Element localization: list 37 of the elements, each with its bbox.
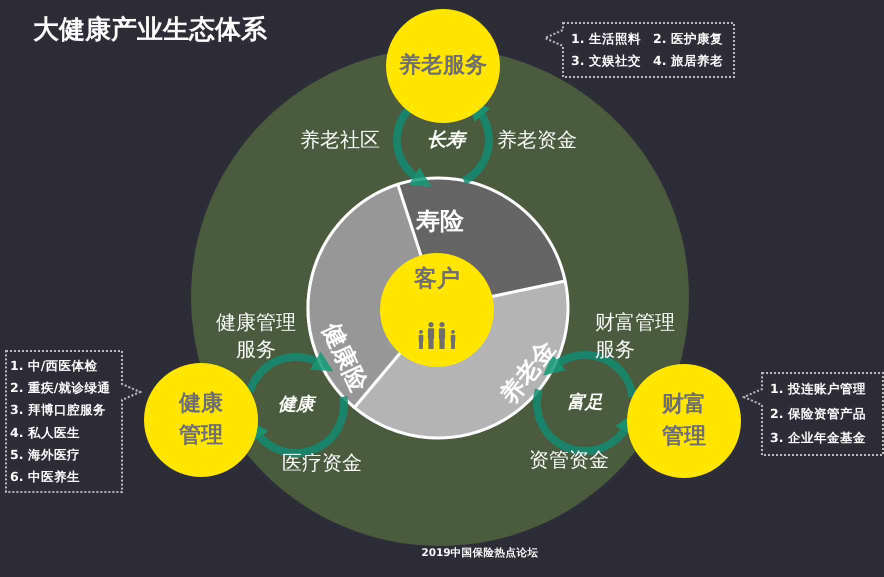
list-item: 2. 重疾/就诊绿通 [10,379,110,398]
cycle-label: 长寿 [427,127,465,153]
list-item: 1. 中/西医体检 [10,357,98,375]
circle-label: 健康管理 [178,390,224,450]
list-item: 5. 海外医疗 [10,446,80,464]
cycle-label: 健康 [278,393,314,417]
cycle-label: 富足 [567,391,603,415]
callout-box [5,350,142,493]
cycle-arrow [542,351,637,398]
list-item: 1. 投连账户管理 [770,380,866,398]
list-item: 4. 私人医生 [10,424,80,442]
circle-label: 财富管理 [661,390,707,451]
callout-box [543,22,735,78]
list-item: 2. 医护康复 [653,30,723,48]
flow-label: 养老社区 [300,126,380,154]
cycle-arrow [246,352,334,394]
piece-label: 养老金 [494,334,562,410]
list-item: 4. 旅居养老 [653,52,723,70]
list-item: 2. 保险资管产品 [770,404,866,423]
flow-label: 养老资金 [497,126,577,154]
list-item: 1. 生活照料 [571,30,641,48]
source-note: 2019中国保险热点论坛 [421,546,539,560]
callout-box [742,372,884,456]
flow-label: 医疗资金 [282,450,362,476]
flow-label: 财富管理服务 [595,309,676,363]
title: 大健康产业生态体系 [33,14,267,47]
list-item: 6. 中医养生 [10,468,80,486]
flow-label: 健康管理服务 [215,309,297,363]
circle-label: 客户 [412,265,461,294]
piece-label: 寿险 [416,206,464,236]
list-item: 3. 企业年金基金 [770,429,866,448]
list-item: 3. 文娱社交 [571,52,641,70]
cycle-arrow [393,108,432,188]
flow-label: 资管资金 [529,446,609,474]
list-item: 3. 拜博口腔服务 [10,401,106,420]
piece-label: 健康险 [316,318,374,396]
circle-label: 养老服务 [398,52,488,80]
